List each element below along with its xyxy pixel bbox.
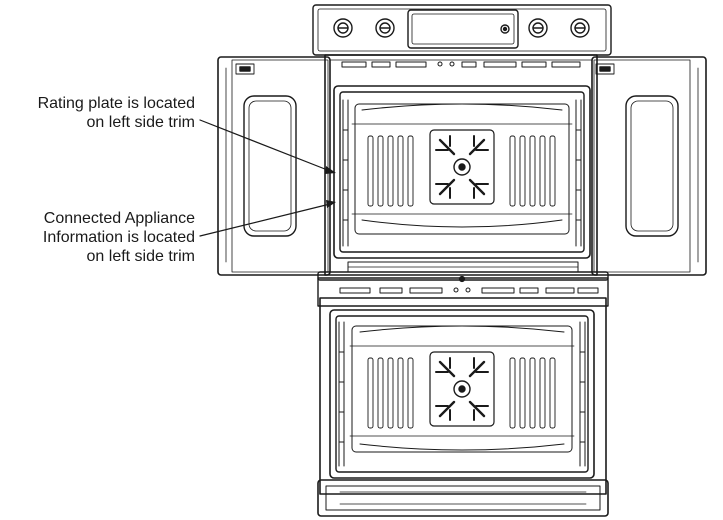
upper-oven-cavity [333, 85, 591, 259]
upper-side-rails [342, 99, 582, 247]
upper-vent-strip [341, 61, 581, 68]
rating-plate-callout-line-2: on left side trim [86, 114, 195, 131]
lower-side-rails [338, 321, 586, 467]
upper-oven-trim [324, 54, 598, 276]
control-panel [312, 4, 612, 56]
rating-plate-callout-line-1: Rating plate is located [37, 95, 195, 112]
lower-oven-cavity [319, 297, 607, 495]
right-door-upper [591, 56, 707, 276]
connected-appliance-callout-line-2: Information is located [42, 229, 195, 246]
left-knob-outer [333, 18, 353, 38]
right-knob-outer [570, 18, 590, 38]
lower-convection-fan [429, 351, 495, 427]
left-door-upper [217, 56, 331, 276]
connected-appliance-callout-line-3: on left side trim [86, 248, 195, 265]
connected-appliance-callout-line-1: Connected Appliance [43, 210, 195, 227]
upper-back-panel-slots [367, 135, 556, 207]
connected-appliance-callout: Connected Appliance Information is locat… [43, 209, 195, 266]
callout-pointer-rating-plate [199, 119, 336, 174]
lower-oven-door [317, 479, 609, 517]
upper-convection-fan [429, 129, 495, 205]
right-knob-inner [528, 18, 548, 38]
upper-bottom-rail [347, 261, 579, 273]
rating-plate-callout: Rating plate is located on left side tri… [38, 94, 195, 132]
callout-pointer-connected-appliance [199, 200, 336, 237]
display-panel [407, 9, 519, 49]
lower-back-panel-slots [367, 357, 556, 429]
left-knob-inner [375, 18, 395, 38]
lower-vent-strip [339, 287, 599, 294]
middle-trim-band [317, 271, 609, 307]
